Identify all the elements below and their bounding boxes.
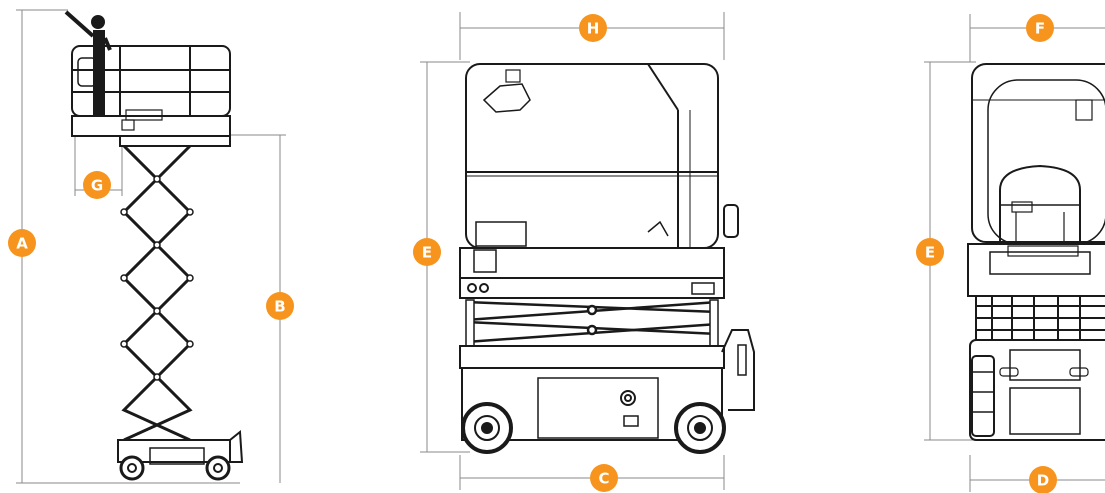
side-chassis bbox=[117, 439, 231, 463]
svg-text:G: G bbox=[91, 177, 103, 195]
badge-a: A bbox=[8, 229, 36, 257]
svg-text:A: A bbox=[16, 235, 28, 253]
svg-text:H: H bbox=[587, 20, 600, 38]
badge-e-rear: E bbox=[916, 238, 944, 266]
badge-h: H bbox=[579, 14, 607, 42]
side-platform-deck bbox=[71, 115, 231, 137]
badge-c: C bbox=[590, 464, 618, 492]
front-scissor-stack bbox=[465, 299, 719, 347]
badge-f: F bbox=[1026, 14, 1054, 42]
side-scissor-stack bbox=[121, 144, 193, 442]
rear-chassis bbox=[969, 339, 1105, 441]
front-chassis-top bbox=[459, 345, 725, 369]
side-rear-wheel bbox=[119, 455, 145, 481]
rear-view bbox=[924, 14, 1105, 492]
dimension-badges: A B G H E C F E bbox=[8, 14, 1057, 493]
badge-g: G bbox=[83, 171, 111, 199]
badge-e-front: E bbox=[413, 238, 441, 266]
rear-scissor-stack bbox=[975, 295, 1105, 341]
side-view bbox=[16, 9, 286, 484]
svg-text:C: C bbox=[598, 470, 609, 488]
rear-guardrail bbox=[971, 63, 1105, 243]
svg-text:F: F bbox=[1035, 20, 1045, 38]
badge-b: B bbox=[266, 292, 294, 320]
front-platform-deck bbox=[459, 247, 725, 279]
svg-text:E: E bbox=[422, 244, 432, 262]
side-front-wheel bbox=[205, 455, 231, 481]
badge-d: D bbox=[1029, 466, 1057, 493]
front-view bbox=[420, 12, 755, 490]
svg-text:B: B bbox=[274, 298, 285, 316]
front-guardrail bbox=[465, 63, 719, 249]
svg-text:E: E bbox=[925, 244, 935, 262]
svg-text:D: D bbox=[1037, 472, 1049, 490]
